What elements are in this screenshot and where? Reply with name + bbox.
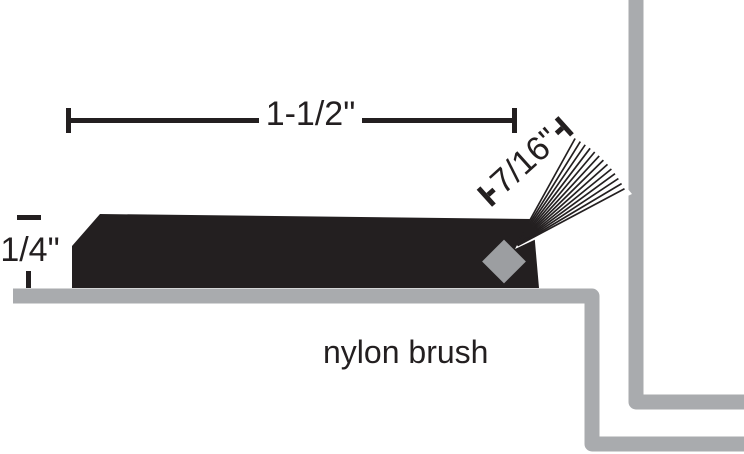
bristle-line [517, 182, 623, 247]
brush-holder [482, 239, 526, 284]
door-frame-profile [628, 0, 744, 410]
bristle-line [516, 155, 600, 246]
width-dim-tick-right [512, 108, 517, 133]
bristle-line [516, 147, 591, 246]
sweep-strip [72, 214, 539, 288]
caption-nylon-brush: nylon brush [323, 334, 489, 370]
width-dim-line-right [362, 118, 513, 123]
height-dim-stub-bottom [26, 271, 31, 288]
bristle-line [516, 173, 616, 246]
bristle-line [517, 188, 625, 247]
brush-bristles [515, 138, 625, 247]
height-dim-label: 1/4" [0, 231, 60, 269]
bristle-line [515, 144, 586, 245]
threshold-profile [13, 288, 744, 452]
bristle-line [515, 138, 576, 245]
width-dim-tick-left [66, 108, 71, 133]
bristle-line [516, 163, 609, 246]
bristle-line [516, 159, 604, 246]
height-dim-tick-top [17, 215, 41, 220]
bristle-line [516, 151, 596, 246]
width-dim-line-left [69, 118, 259, 123]
width-dim-label: 1-1/2" [265, 95, 356, 133]
bristle-line [515, 141, 582, 245]
bristle-line [516, 168, 612, 246]
bristle-line [517, 177, 619, 247]
